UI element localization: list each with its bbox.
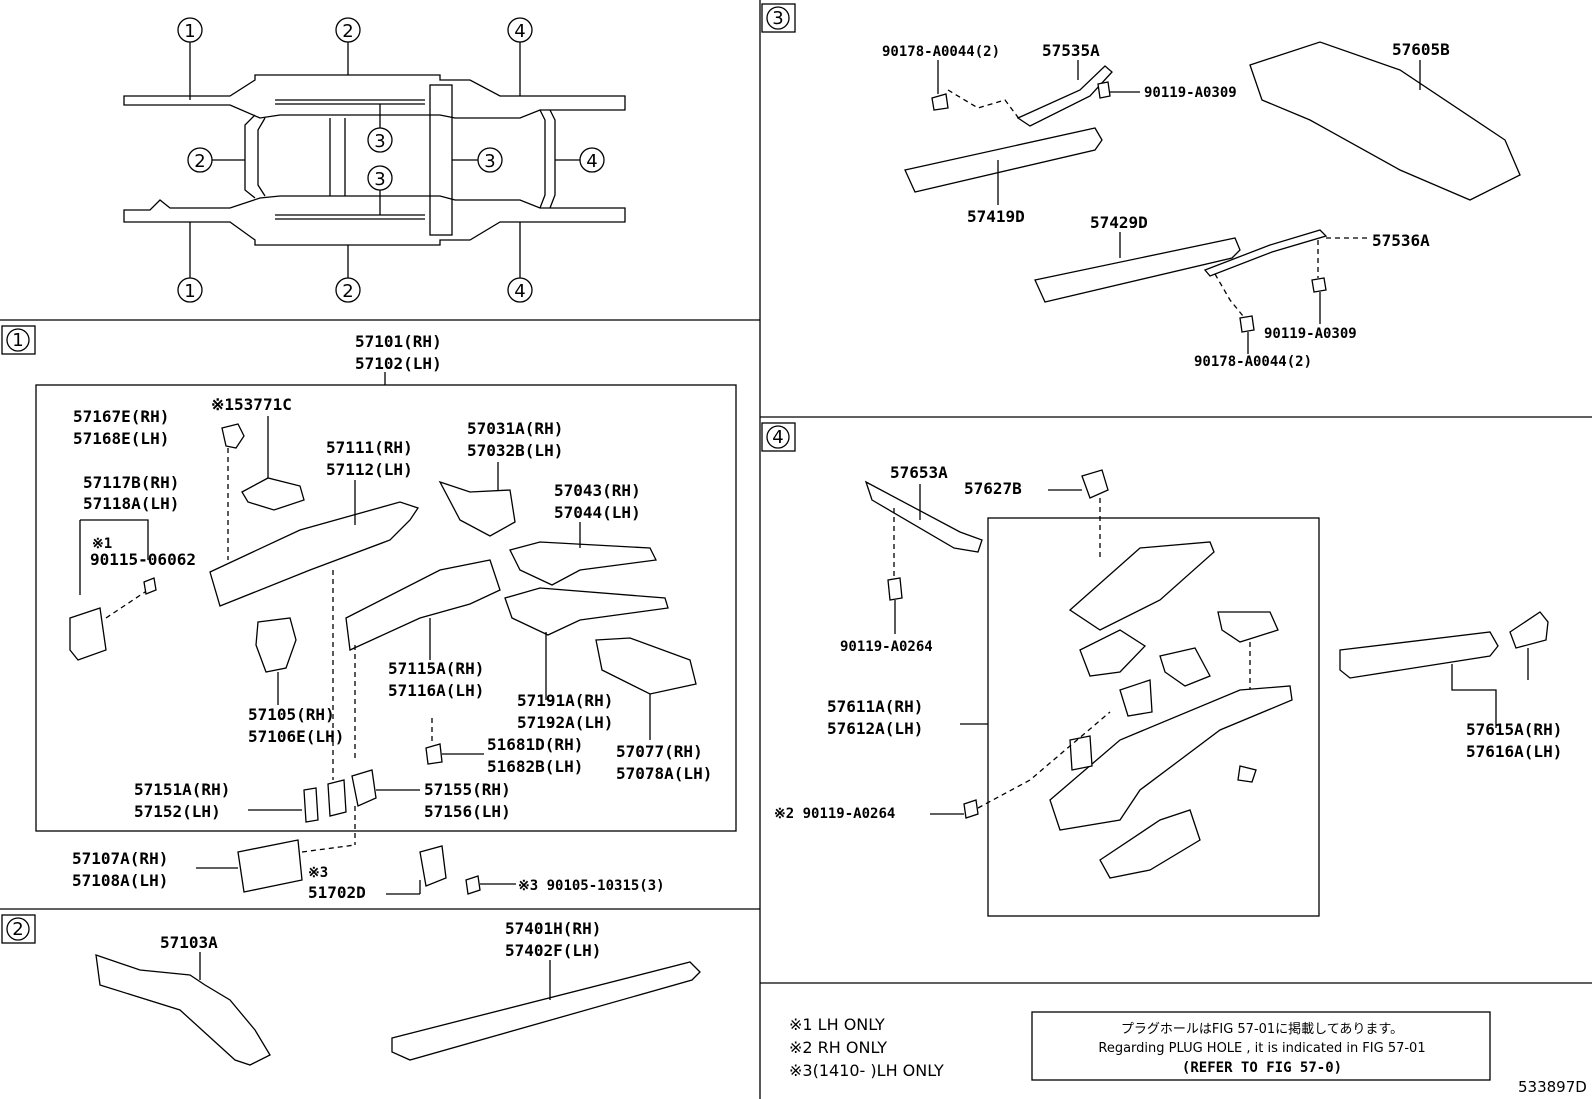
svg-text:2: 2 [342, 281, 353, 302]
svg-text:2: 2 [194, 151, 205, 172]
svg-text:57605B: 57605B [1392, 40, 1450, 59]
section-label-1: 1 [1, 325, 36, 355]
section-3: 90178-A0044(2) 57535A 90119-A0309 57605B… [882, 40, 1521, 370]
svg-text:57077(RH): 57077(RH) [616, 742, 703, 761]
svg-text:2: 2 [12, 919, 23, 940]
svg-text:51682B(LH): 51682B(LH) [487, 757, 583, 776]
svg-text:57078A(LH): 57078A(LH) [616, 764, 712, 783]
svg-text:57419D: 57419D [967, 207, 1025, 226]
section-4: 57653A 57627B 90119-A0264 57611A(RH) 576… [774, 463, 1562, 879]
svg-text:※1: ※1 [92, 536, 112, 552]
svg-text:57108A(LH): 57108A(LH) [72, 871, 168, 890]
svg-text:4: 4 [514, 21, 525, 42]
svg-text:3: 3 [772, 8, 783, 29]
svg-text:4: 4 [514, 281, 525, 302]
svg-text:57105(RH): 57105(RH) [248, 705, 335, 724]
svg-text:90119-A0309: 90119-A0309 [1144, 85, 1237, 101]
svg-text:4: 4 [586, 151, 597, 172]
svg-text:57112(LH): 57112(LH) [326, 460, 413, 479]
svg-text:57191A(RH): 57191A(RH) [517, 691, 613, 710]
svg-text:57535A: 57535A [1042, 41, 1100, 60]
section-1-labels: 57101(RH) 57102(LH) 57167E(RH) 57168E(LH… [72, 332, 712, 902]
svg-text:90178-A0044(2): 90178-A0044(2) [882, 44, 1000, 60]
section-label-3: 3 [761, 3, 796, 33]
svg-text:90115-06062: 90115-06062 [90, 550, 196, 569]
svg-text:※3: ※3 [308, 865, 328, 881]
svg-text:57156(LH): 57156(LH) [424, 802, 511, 821]
svg-text:3: 3 [374, 131, 385, 152]
svg-text:57167E(RH): 57167E(RH) [73, 407, 169, 426]
svg-text:57168E(LH): 57168E(LH) [73, 429, 169, 448]
svg-text:※153771C: ※153771C [211, 395, 292, 414]
svg-text:57616A(LH): 57616A(LH) [1466, 742, 1562, 761]
svg-text:57627B: 57627B [964, 479, 1022, 498]
svg-text:57401H(RH): 57401H(RH) [505, 919, 601, 938]
svg-text:※3 90105-10315(3): ※3 90105-10315(3) [518, 878, 665, 894]
svg-text:57611A(RH): 57611A(RH) [827, 697, 923, 716]
svg-text:57116A(LH): 57116A(LH) [388, 681, 484, 700]
svg-text:57152(LH): 57152(LH) [134, 802, 221, 821]
svg-text:57117B(RH): 57117B(RH) [83, 473, 179, 492]
svg-text:57402F(LH): 57402F(LH) [505, 941, 601, 960]
svg-text:57118A(LH): 57118A(LH) [83, 494, 179, 513]
svg-text:51681D(RH): 51681D(RH) [487, 735, 583, 754]
svg-text:57032B(LH): 57032B(LH) [467, 441, 563, 460]
svg-text:57192A(LH): 57192A(LH) [517, 713, 613, 732]
note-2: ※2 RH ONLY [789, 1038, 887, 1057]
overview-markers: 1 2 4 2 3 3 3 4 1 2 4 [177, 17, 605, 303]
svg-text:90119-A0309: 90119-A0309 [1264, 326, 1357, 342]
illustration-code: 533897D [1518, 1078, 1587, 1096]
note-3: ※3(1410- )LH ONLY [789, 1061, 944, 1080]
svg-text:1: 1 [12, 330, 23, 351]
svg-text:90178-A0044(2): 90178-A0044(2) [1194, 354, 1312, 370]
svg-text:57151A(RH): 57151A(RH) [134, 780, 230, 799]
label-57102: 57102(LH) [355, 354, 442, 373]
svg-text:57653A: 57653A [890, 463, 948, 482]
svg-text:57107A(RH): 57107A(RH) [72, 849, 168, 868]
svg-text:57429D: 57429D [1090, 213, 1148, 232]
svg-text:57615A(RH): 57615A(RH) [1466, 720, 1562, 739]
reference-note-jp: プラグホールはFIG 57-01に掲載してあります。 [1121, 1021, 1403, 1037]
section-1-parts [69, 416, 697, 895]
svg-text:2: 2 [342, 21, 353, 42]
svg-text:※2 90119-A0264: ※2 90119-A0264 [774, 806, 895, 822]
svg-text:57031A(RH): 57031A(RH) [467, 419, 563, 438]
note-1: ※1 LH ONLY [789, 1015, 885, 1034]
svg-text:90119-A0264: 90119-A0264 [840, 639, 933, 655]
svg-text:57106E(LH): 57106E(LH) [248, 727, 344, 746]
section-label-2: 2 [1, 914, 36, 944]
label-57101: 57101(RH) [355, 332, 442, 351]
reference-note-en: Regarding PLUG HOLE , it is indicated in… [1098, 1041, 1425, 1056]
svg-text:57103A: 57103A [160, 933, 218, 952]
reference-note-refer: (REFER TO FIG 57-0) [1182, 1060, 1342, 1076]
svg-text:57044(LH): 57044(LH) [554, 503, 641, 522]
svg-text:57043(RH): 57043(RH) [554, 481, 641, 500]
svg-text:3: 3 [484, 151, 495, 172]
svg-text:1: 1 [184, 21, 195, 42]
svg-text:4: 4 [772, 427, 783, 448]
svg-text:57115A(RH): 57115A(RH) [388, 659, 484, 678]
svg-text:57155(RH): 57155(RH) [424, 780, 511, 799]
svg-text:3: 3 [374, 169, 385, 190]
svg-text:51702D: 51702D [308, 883, 366, 902]
svg-text:1: 1 [184, 281, 195, 302]
svg-text:57111(RH): 57111(RH) [326, 438, 413, 457]
section-2: 57103A 57401H(RH) 57402F(LH) [95, 919, 701, 1066]
svg-text:57536A: 57536A [1372, 231, 1430, 250]
svg-text:57612A(LH): 57612A(LH) [827, 719, 923, 738]
section-label-4: 4 [761, 422, 796, 452]
notes: ※1 LH ONLY ※2 RH ONLY ※3(1410- )LH ONLY … [789, 1011, 1587, 1096]
